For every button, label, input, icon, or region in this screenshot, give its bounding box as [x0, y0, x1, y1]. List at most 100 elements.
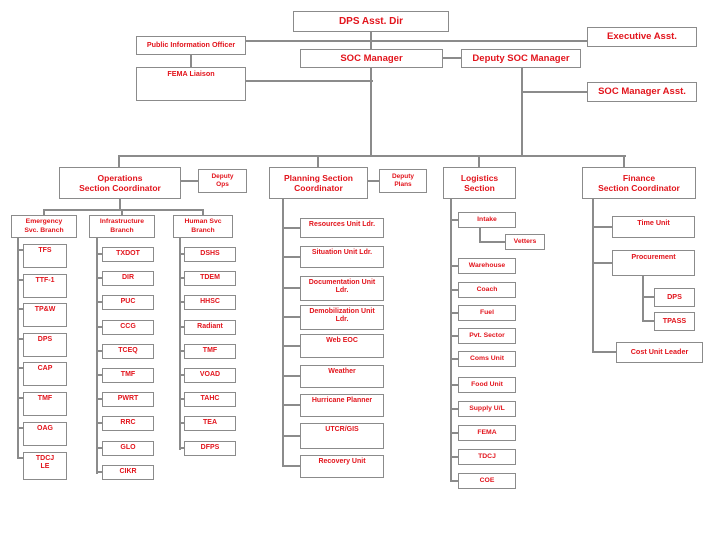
connector-line	[43, 211, 45, 215]
connector-line	[642, 296, 655, 298]
box-human-svc-dfps: DFPS	[184, 441, 236, 456]
connector-line	[282, 287, 301, 289]
connector-line	[479, 228, 481, 243]
connector-line	[179, 350, 186, 352]
connector-line	[592, 351, 617, 353]
connector-line	[522, 91, 587, 93]
connector-line	[450, 199, 452, 482]
connector-line	[282, 345, 301, 347]
box-infrastructure-ccg: CCG	[102, 320, 154, 335]
box-logistics-supply-ul: Supply U/L	[458, 401, 516, 417]
box-branches-emergency: Emergency Svc. Branch	[11, 215, 77, 238]
connector-line	[450, 432, 459, 434]
connector-line	[450, 358, 459, 360]
connector-line	[96, 350, 104, 352]
box-emergency-tmf: TMF	[23, 392, 67, 416]
box-logistics-intake: Intake	[458, 212, 516, 228]
box-finance-procurement: Procurement	[612, 250, 695, 276]
connector-line	[450, 456, 459, 458]
connector-line	[96, 301, 104, 303]
box-top-soc-manager-asst: SOC Manager Asst.	[587, 82, 697, 102]
connector-line	[623, 157, 625, 167]
connector-line	[118, 155, 626, 157]
box-infrastructure-puc: PUC	[102, 295, 154, 310]
box-planning-situation: Situation Unit Ldr.	[300, 246, 384, 268]
connector-line	[43, 209, 204, 211]
connector-line	[450, 335, 459, 337]
connector-line	[96, 422, 104, 424]
box-top-executive-asst: Executive Asst.	[587, 27, 697, 47]
box-human-svc-hhsc: HHSC	[184, 295, 236, 310]
connector-line	[282, 404, 301, 406]
box-infrastructure-cikr: CIKR	[102, 465, 154, 480]
connector-line	[368, 180, 379, 182]
connector-line	[642, 320, 655, 322]
box-sections-planning: Planning Section Coordinator	[269, 167, 368, 199]
box-logistics-warehouse: Warehouse	[458, 258, 516, 274]
box-planning-resources: Resources Unit Ldr.	[300, 218, 384, 238]
box-planning-weather: Weather	[300, 365, 384, 388]
box-top-dps-asst-dir: DPS Asst. Dir	[293, 11, 449, 32]
connector-line	[317, 157, 319, 167]
connector-line	[450, 219, 459, 221]
box-branches-human-svc: Human Svc Branch	[173, 215, 233, 238]
box-infrastructure-dir: DIR	[102, 271, 154, 286]
box-sections-finance: Finance Section Coordinator	[582, 167, 696, 199]
box-logistics-coms-unit: Coms Unit	[458, 351, 516, 367]
connector-line	[592, 199, 594, 352]
box-infrastructure-tmf: TMF	[102, 368, 154, 383]
box-infrastructure-txdot: TXDOT	[102, 247, 154, 262]
box-logistics-fuel: Fuel	[458, 305, 516, 321]
connector-line	[17, 338, 25, 340]
connector-line	[179, 326, 186, 328]
connector-line	[179, 301, 186, 303]
connector-line	[202, 211, 204, 215]
box-logistics-tdcj: TDCJ	[458, 449, 516, 465]
connector-line	[17, 427, 25, 429]
box-logistics-coe: COE	[458, 473, 516, 489]
connector-line	[443, 57, 461, 59]
connector-line	[179, 238, 181, 450]
connector-line	[450, 480, 459, 482]
connector-line	[450, 289, 459, 291]
box-emergency-tfs: TFS	[23, 244, 67, 268]
connector-line	[121, 211, 123, 215]
connector-line	[179, 422, 186, 424]
box-finance-dps: DPS	[654, 288, 695, 307]
box-branches-infrastructure: Infrastructure Branch	[89, 215, 155, 238]
box-finance-cost-unit-leader: Cost Unit Leader	[616, 342, 703, 363]
box-finance-tpass: TPASS	[654, 312, 695, 331]
box-logistics-fema: FEMA	[458, 425, 516, 441]
connector-line	[17, 367, 25, 369]
box-emergency-tdcj-le: TDCJ LE	[23, 452, 67, 480]
connector-line	[282, 227, 301, 229]
connector-line	[179, 253, 186, 255]
connector-line	[96, 374, 104, 376]
box-finance-time-unit: Time Unit	[612, 216, 695, 238]
box-human-svc-tahc: TAHC	[184, 392, 236, 407]
connector-line	[246, 40, 587, 42]
box-sections-logistics: Logistics Section	[443, 167, 516, 199]
box-infrastructure-glo: GLO	[102, 441, 154, 456]
box-sections-operations: Operations Section Coordinator	[59, 167, 181, 199]
connector-line	[17, 238, 19, 459]
connector-line	[450, 312, 459, 314]
box-top-public-information-officer: Public Information Officer	[136, 36, 246, 55]
connector-line	[479, 241, 505, 243]
box-top-deputy-soc-manager: Deputy SOC Manager	[461, 49, 581, 68]
box-sections-deputy-plans: Deputy Plans	[379, 169, 427, 193]
box-logistics-pvt-sector: Pvt. Sector	[458, 328, 516, 344]
box-emergency-cap: CAP	[23, 362, 67, 386]
connector-line	[179, 398, 186, 400]
connector-line	[17, 308, 25, 310]
connector-line	[17, 397, 25, 399]
box-top-soc-manager: SOC Manager	[300, 49, 443, 68]
connector-line	[246, 80, 373, 82]
connector-line	[282, 316, 301, 318]
box-emergency-ttf-1: TTF-1	[23, 274, 67, 298]
connector-line	[17, 249, 25, 251]
connector-line	[96, 471, 104, 473]
connector-line	[450, 265, 459, 267]
box-human-svc-tmf: TMF	[184, 344, 236, 359]
